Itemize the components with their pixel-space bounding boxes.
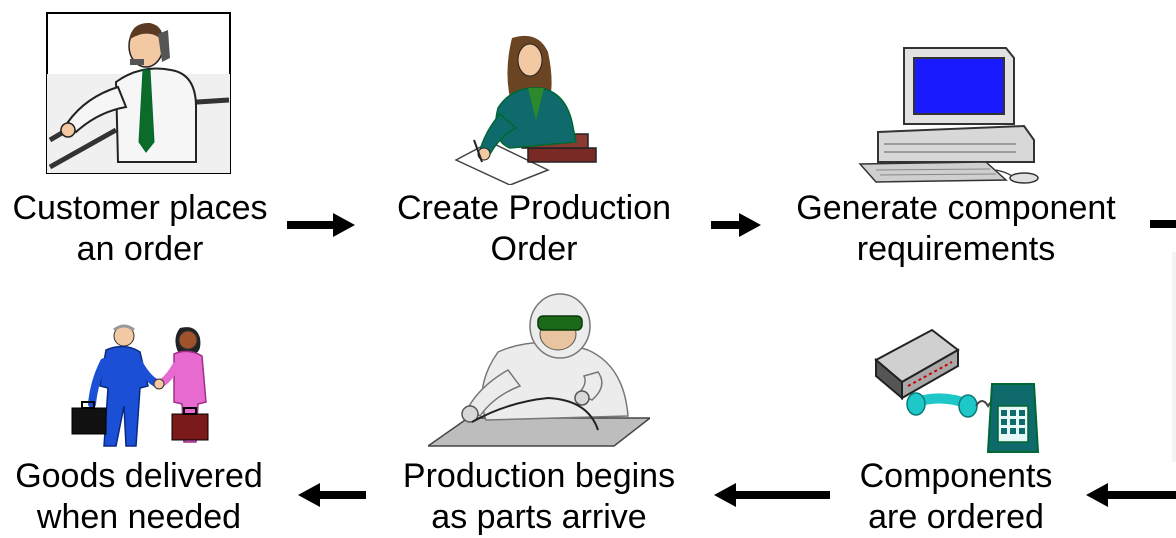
step-label-line1: Generate component: [796, 189, 1116, 227]
step-label-line1: Components: [859, 457, 1053, 495]
arrow-right-icon: [1150, 220, 1176, 228]
step-label: Production begins as parts arrive: [384, 456, 694, 538]
step-label-line2: Order: [490, 230, 578, 268]
step-label-line2: are ordered: [868, 498, 1044, 536]
arrow-left-icon: [298, 483, 366, 507]
step-label-line2: as parts arrive: [431, 498, 647, 536]
cleanroom-worker-icon: [428, 293, 650, 447]
step-label: Customer places an order: [0, 188, 280, 270]
desktop-computer-icon: [858, 47, 1039, 184]
fax-and-telephone-icon: [874, 328, 1040, 453]
arrow-left-icon: [1086, 483, 1176, 507]
arrow-right-icon: [711, 213, 761, 237]
step-label: Components are ordered: [816, 456, 1096, 538]
businesspeople-handshake-icon: [71, 324, 209, 447]
step-label-line1: Goods delivered: [15, 457, 263, 495]
connector-line: [1172, 252, 1176, 462]
step-label-line2: requirements: [856, 230, 1056, 268]
woman-writing-icon: [454, 35, 597, 185]
step-label-line2: when needed: [36, 498, 242, 536]
step-label: Generate component requirements: [786, 188, 1126, 270]
step-label: Create Production Order: [384, 188, 684, 270]
customer-on-phone-icon: [46, 12, 231, 174]
step-label-line2: an order: [76, 230, 204, 268]
arrow-left-icon: [714, 483, 830, 507]
step-label-line1: Production begins: [402, 457, 676, 495]
step-label-line1: Customer places: [12, 189, 268, 227]
arrow-right-icon: [287, 213, 355, 237]
step-label-line1: Create Production: [396, 189, 672, 227]
step-label: Goods delivered when needed: [0, 456, 278, 538]
